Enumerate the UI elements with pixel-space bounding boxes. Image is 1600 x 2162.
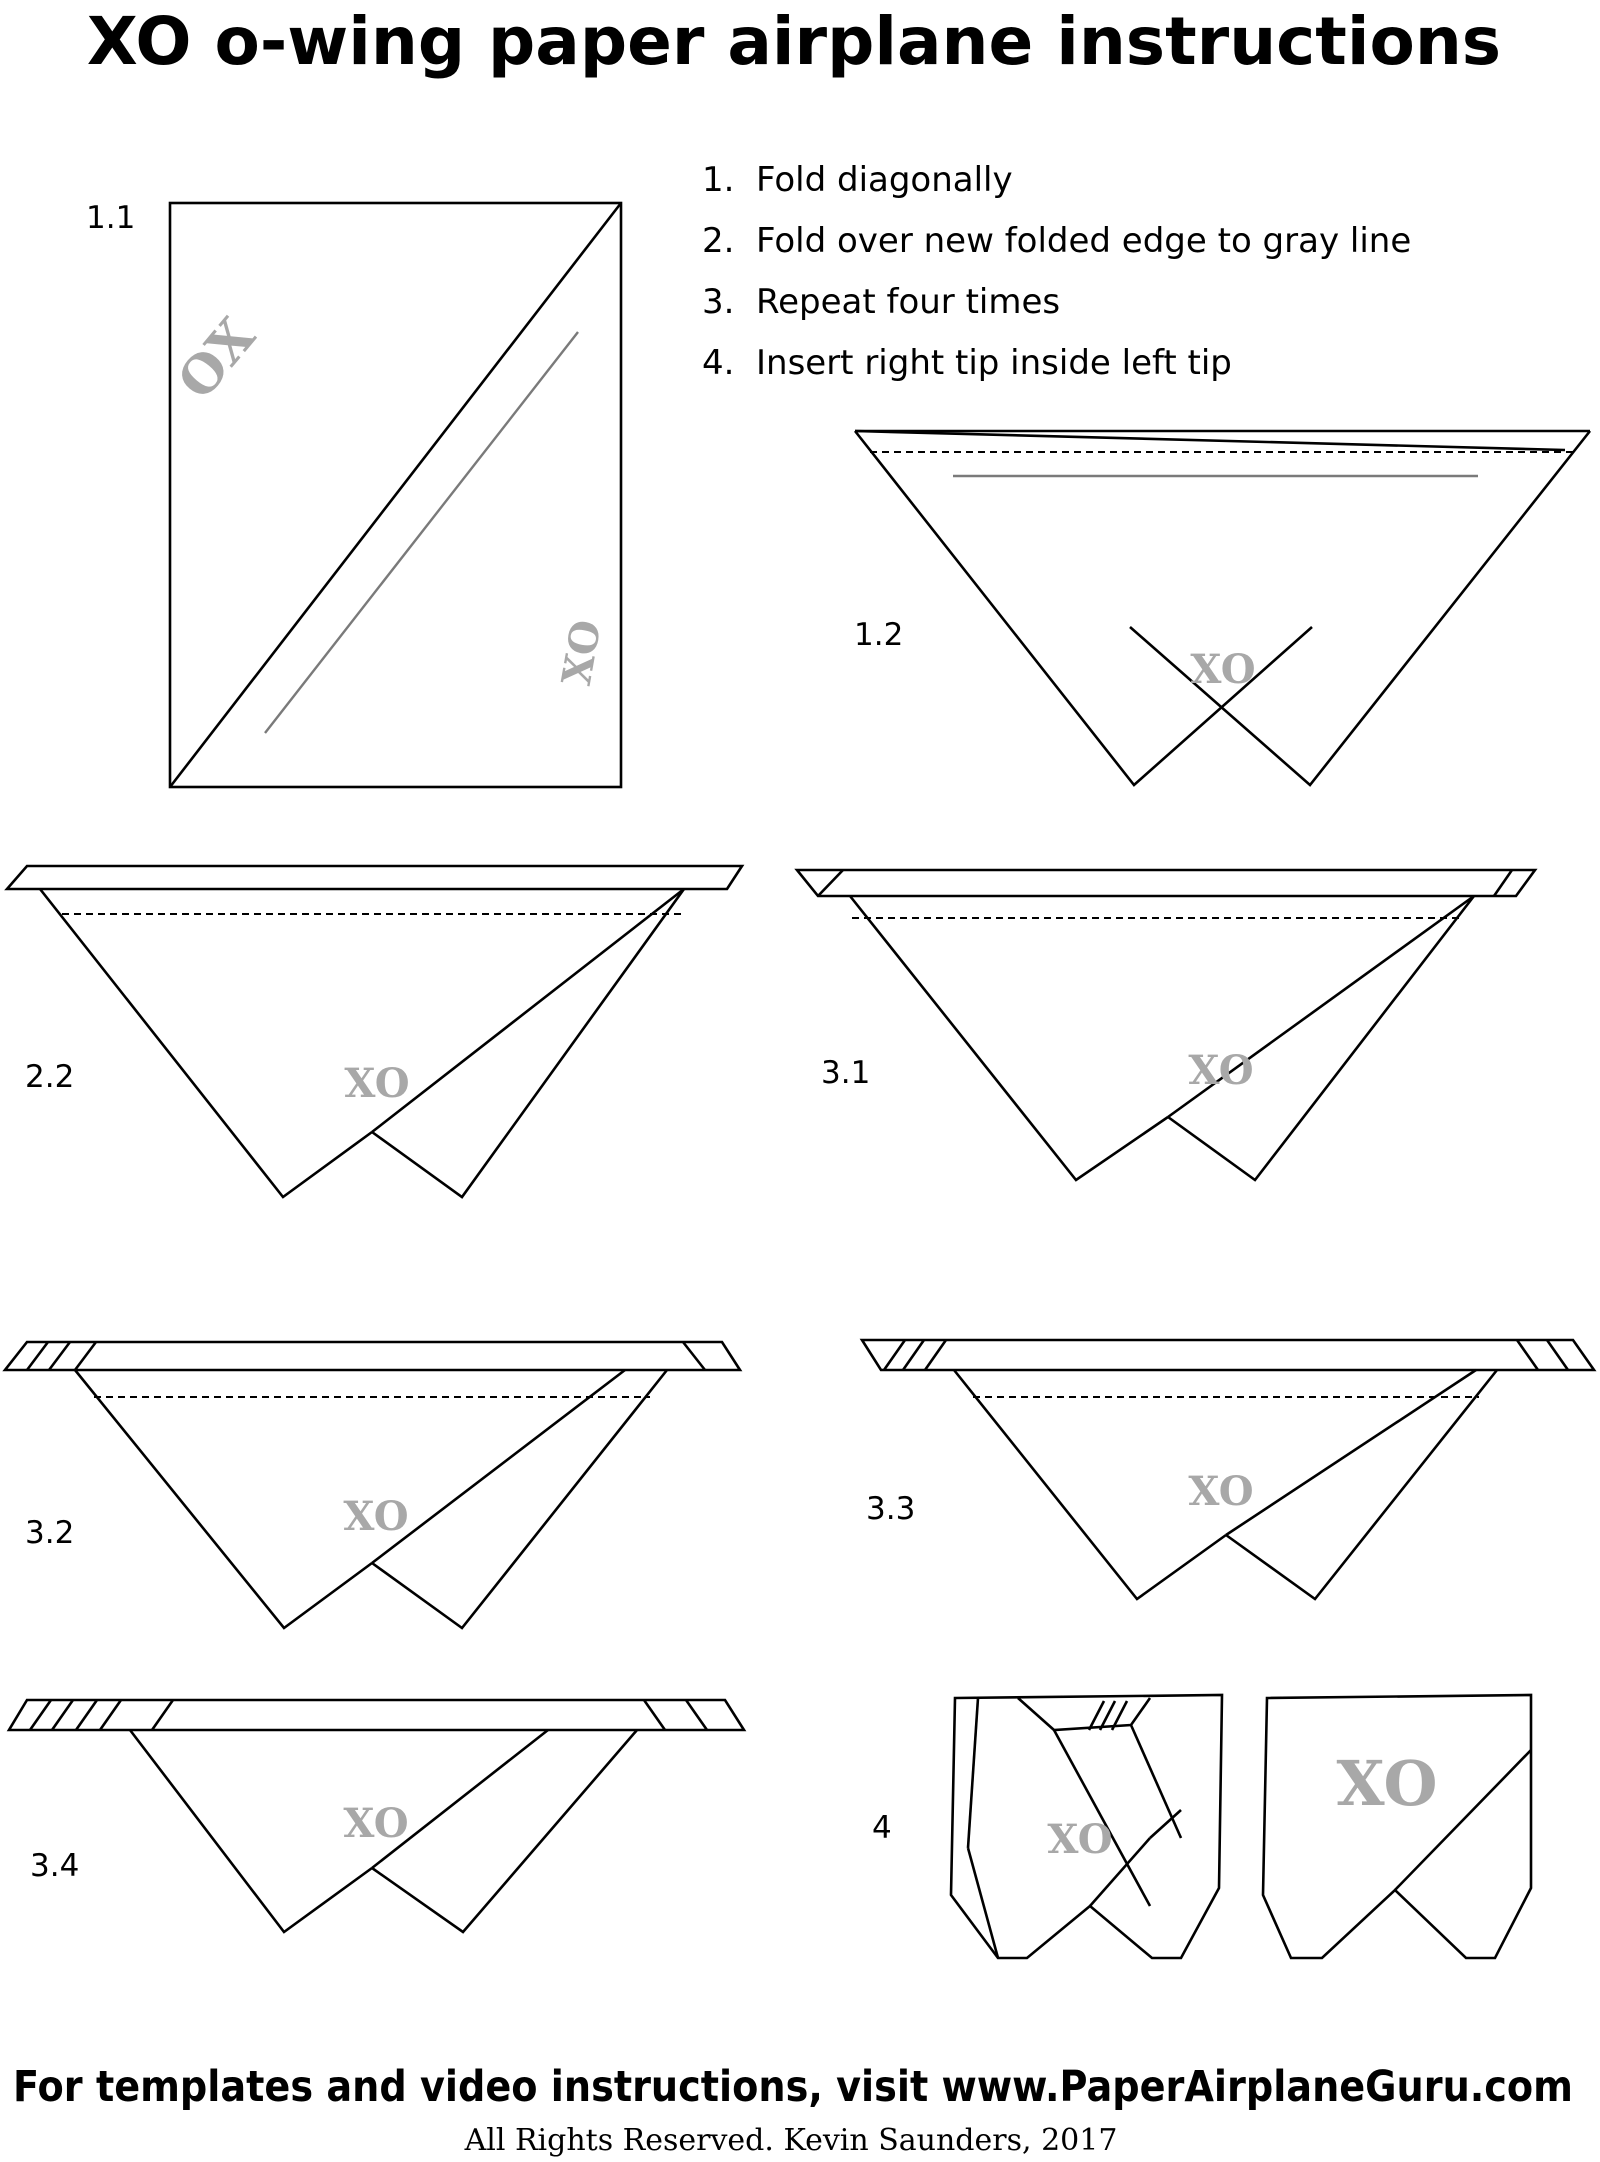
diagram-label: 3.3 (866, 1491, 915, 1527)
diagram-3-2: 3.2 XO (2, 1340, 743, 1630)
strip-hatch (882, 1339, 907, 1371)
diagram-label: 2.2 (25, 1059, 74, 1095)
right-flap-outline (1225, 1369, 1499, 1601)
notch-hatch (1087, 1700, 1106, 1731)
folded-strip (4, 864, 745, 891)
fold-line (1089, 1837, 1151, 1907)
xo-mark: XO (553, 616, 611, 688)
xo-mark: XO (1047, 1816, 1112, 1863)
diagram-4: 4 XO XO (872, 1693, 1533, 1960)
paper-sheet (168, 201, 623, 789)
strip-hatch (923, 1339, 948, 1371)
strip-hatch (817, 869, 844, 897)
plane-front-view (949, 1693, 1224, 1960)
folded-strip (794, 868, 1538, 898)
strip-hatch (901, 1339, 926, 1371)
inner-fold-edge (1167, 894, 1475, 1119)
diagram-1-2: 1.2 XO (853, 429, 1592, 787)
strip-hatch (1545, 1339, 1570, 1371)
diagram-label: 3.2 (25, 1515, 74, 1551)
footer-copyright: All Rights Reserved. Kevin Saunders, 201… (464, 2123, 1118, 2158)
step-text: Fold over new folded edge to gray line (756, 221, 1411, 261)
notch-outline (1017, 1697, 1152, 1732)
right-flap-outline (1129, 430, 1592, 787)
diagram-label: 3.4 (30, 1848, 79, 1884)
strip-hatch (28, 1699, 53, 1731)
steps-list: 1. Fold diagonally 2. Fold over new fold… (702, 160, 1411, 383)
left-flap-outline (853, 430, 1313, 787)
strip-hatch (50, 1699, 75, 1731)
page-title: XO o-wing paper airplane instructions (87, 3, 1501, 80)
folded-strip (859, 1338, 1597, 1372)
fold-line (966, 1847, 1000, 1959)
strip-hatch (642, 1699, 667, 1731)
step-text: Insert right tip inside left tip (756, 343, 1232, 383)
notch-hatch (1110, 1700, 1129, 1731)
right-flap-outline (1167, 895, 1476, 1182)
diagram-label: 1.1 (86, 200, 135, 236)
diagram-label: 1.2 (854, 617, 903, 653)
inner-fold-edge (1225, 1368, 1477, 1537)
right-flap-outline (371, 1369, 669, 1630)
step-text: Repeat four times (756, 282, 1060, 322)
strip-hatch (74, 1699, 99, 1731)
strip-hatch (25, 1341, 50, 1371)
step-number: 4. (702, 343, 734, 383)
inner-fold-edge (371, 1728, 549, 1870)
diagram-2-2: 2.2 XO (4, 864, 745, 1199)
left-flap-outline (38, 888, 373, 1199)
plane-back-view (1261, 1693, 1533, 1960)
strip-hatch (684, 1699, 709, 1731)
strip-hatch (73, 1341, 98, 1371)
fold-line (1149, 1809, 1182, 1839)
inner-fold-edge (371, 887, 685, 1134)
diagram-3-4: 3.4 XO (6, 1698, 747, 1934)
strip-hatch (98, 1699, 123, 1731)
xo-mark: XO (343, 1493, 408, 1540)
gray-guide-line (264, 331, 579, 734)
diagram-3-1: 3.1 XO (794, 868, 1538, 1182)
fold-edge (854, 429, 1566, 452)
diagram-label: 3.1 (821, 1055, 870, 1091)
folded-strip (2, 1340, 743, 1372)
fold-line (966, 1697, 980, 1849)
diagram-1-1: 1.1 OX XO (86, 200, 623, 789)
fold-line (1394, 1749, 1532, 1891)
diagram-3-3: 3.3 XO (859, 1338, 1597, 1601)
left-flap-outline (73, 1369, 373, 1630)
fold-line (1052, 1729, 1152, 1907)
left-flap-outline (952, 1369, 1227, 1601)
right-flap-outline (371, 888, 686, 1199)
footer-cta: For templates and video instructions, vi… (13, 2062, 1573, 2112)
strip-hatch (681, 1341, 707, 1371)
diagram-label: 4 (872, 1810, 892, 1846)
xo-mark: XO (343, 1800, 408, 1847)
left-flap-outline (848, 895, 1169, 1182)
strip-hatch (1515, 1339, 1540, 1371)
xo-mark: XO (1190, 646, 1255, 693)
step-number: 1. (702, 160, 734, 200)
step-number: 3. (702, 282, 734, 322)
notch-hatch (1098, 1700, 1117, 1731)
folded-strip (6, 1698, 747, 1732)
xo-mark: XO (1188, 1047, 1253, 1094)
left-flap-outline (128, 1729, 373, 1934)
strip-hatch (47, 1341, 72, 1371)
right-flap-outline (371, 1729, 638, 1934)
xo-mark: XO (1188, 1468, 1253, 1515)
step-text: Fold diagonally (756, 160, 1013, 200)
strip-hatch (150, 1699, 175, 1731)
ox-mark: OX (166, 306, 268, 411)
step-number: 2. (702, 221, 734, 261)
inner-fold-edge (371, 1368, 626, 1565)
diagonal-fold-line (168, 202, 623, 788)
xo-mark: XO (1336, 1747, 1437, 1820)
strip-hatch (1492, 869, 1514, 897)
fold-line (1129, 1724, 1183, 1839)
xo-mark: XO (344, 1060, 409, 1107)
